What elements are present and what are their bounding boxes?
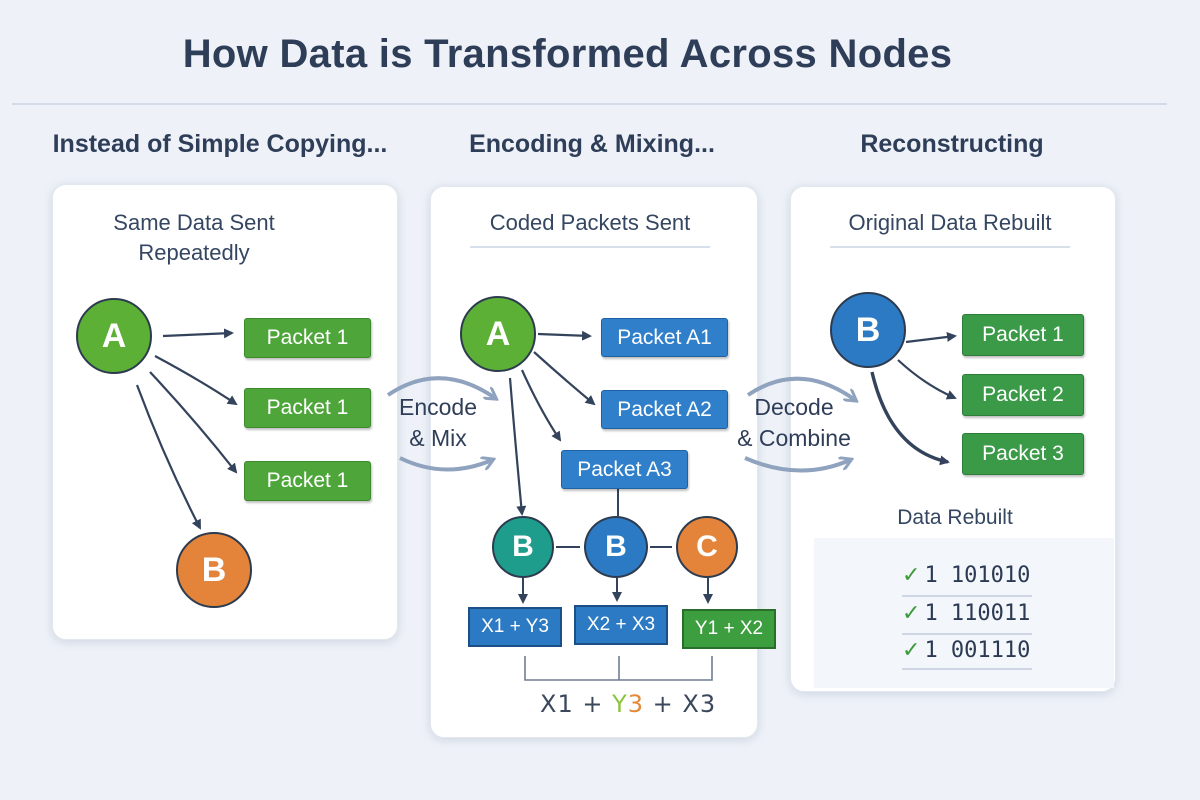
receiver-b1: B <box>492 516 554 578</box>
rebuild-arrow-2 <box>897 359 957 400</box>
receiver-b2: B <box>584 516 648 578</box>
data-row-3-value: 1 001110 <box>924 638 1031 663</box>
decode-label-line1: Decode <box>754 394 834 420</box>
encode-mix-label: Encode & Mix <box>388 392 488 454</box>
packet-a2: Packet A2 <box>601 390 728 429</box>
data-rebuilt-panel <box>814 538 1114 688</box>
packet-a3: Packet A3 <box>561 450 688 489</box>
row-divider-2 <box>902 633 1032 635</box>
transition-arrow-1b <box>399 458 492 472</box>
page-title: How Data is Transformed Across Nodes <box>182 32 953 76</box>
column-heading-reconstructing: Reconstructing <box>860 130 1044 158</box>
transition-arrow-2b <box>744 458 850 473</box>
data-rebuilt-heading: Data Rebuilt <box>897 506 1013 529</box>
packet-3: Packet 1 <box>244 461 371 501</box>
combine-bracket <box>524 656 713 681</box>
rebuilt-packet-2: Packet 2 <box>962 374 1084 416</box>
term-y: Y <box>612 690 628 718</box>
coded-packet-1: X1 + Y3 <box>468 607 562 647</box>
copy-arrow-1 <box>162 328 234 339</box>
data-row-1-value: 1 101010 <box>924 563 1031 588</box>
reconstructing-subtitle: Original Data Rebuilt <box>848 210 1052 235</box>
receiver-c: C <box>676 516 738 578</box>
rebuild-arrow-1 <box>905 332 957 344</box>
packet-1: Packet 1 <box>244 318 371 358</box>
node-b-rebuild: B <box>830 292 906 368</box>
transition-arrow-2 <box>746 376 855 400</box>
decode-combine-label: Decode & Combine <box>734 392 854 454</box>
data-row-2: ✓1 110011 <box>902 601 1030 626</box>
encode-arrow-a2 <box>533 351 596 406</box>
check-icon: ✓ <box>902 638 921 663</box>
packet-2: Packet 1 <box>244 388 371 428</box>
node-a: A <box>76 298 152 374</box>
encode-label-line1: Encode <box>398 394 477 420</box>
transition-arrow-1 <box>386 376 495 398</box>
row-divider-3 <box>902 668 1032 670</box>
copy-arrow-to-b <box>135 384 201 530</box>
encode-arrow-a3 <box>520 369 562 442</box>
plus-2: + <box>644 690 683 718</box>
reconstructing-subtitle-rule <box>830 246 1070 248</box>
decode-label-line2: & Combine <box>737 425 851 451</box>
node-a-encoding: A <box>460 296 536 372</box>
copy-arrow-3 <box>149 371 238 474</box>
copying-subtitle: Same Data Sent Repeatedly <box>62 208 326 268</box>
term-3: 3 <box>627 690 645 718</box>
copy-arrow-2 <box>154 355 238 406</box>
copying-subtitle-line1: Same Data Sent <box>113 210 275 235</box>
column-heading-copying: Instead of Simple Copying... <box>52 130 388 158</box>
rebuilt-packet-1: Packet 1 <box>962 314 1084 356</box>
term-x3: X3 <box>682 690 717 718</box>
title-divider <box>12 103 1167 105</box>
check-icon: ✓ <box>902 563 921 588</box>
encoding-subtitle-rule <box>470 246 710 248</box>
coded-packet-3: Y1 + X2 <box>682 609 776 649</box>
encode-label-line2: & Mix <box>409 425 467 451</box>
column-heading-encoding: Encoding & Mixing... <box>469 130 715 158</box>
data-row-3: ✓1 001110 <box>902 638 1030 663</box>
coded-packet-2: X2 + X3 <box>574 605 668 645</box>
encode-arrow-a1 <box>537 330 592 341</box>
packet-a1: Packet A1 <box>601 318 728 357</box>
data-row-2-value: 1 110011 <box>924 601 1031 626</box>
data-row-1: ✓1 101010 <box>902 563 1030 588</box>
node-b: B <box>176 532 252 608</box>
copying-subtitle-line2: Repeatedly <box>138 240 250 265</box>
rebuilt-packet-3: Packet 3 <box>962 433 1084 475</box>
encode-arrow-to-b1 <box>508 377 527 516</box>
row-divider-1 <box>902 595 1032 597</box>
combined-equation: X1 + Y3 + X3 <box>540 690 716 718</box>
encoding-subtitle: Coded Packets Sent <box>489 210 691 235</box>
check-icon: ✓ <box>902 601 921 626</box>
plus-1: + <box>573 690 613 718</box>
rebuild-arrow-3 <box>870 371 950 466</box>
term-x1: X1 <box>540 690 574 718</box>
